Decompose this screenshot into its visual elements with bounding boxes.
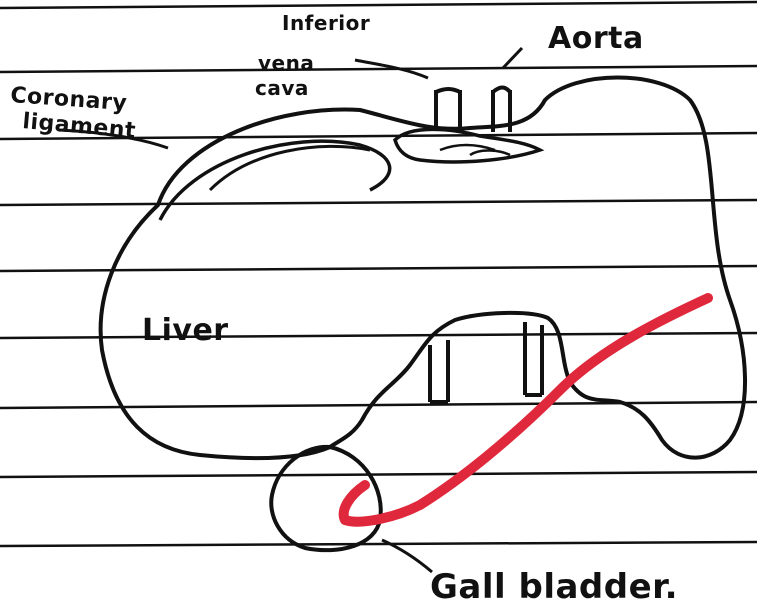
ruled-lines xyxy=(0,2,757,546)
ivc-vessel-top xyxy=(436,89,460,130)
gall-bladder-label: Gall bladder. xyxy=(430,567,678,607)
ivc-label-line1: Inferior xyxy=(282,11,370,35)
aorta-pointer-line xyxy=(503,48,522,68)
liver-label: Liver xyxy=(142,313,229,348)
ivc-label-line3: cava xyxy=(255,76,309,100)
ivc-label-line2: vena xyxy=(258,51,314,75)
bare-area-scribble xyxy=(440,145,510,155)
coronary-ligament-curve-inner xyxy=(210,146,370,190)
aorta-label: Aorta xyxy=(548,21,644,56)
gall-bladder-outline xyxy=(271,447,381,550)
